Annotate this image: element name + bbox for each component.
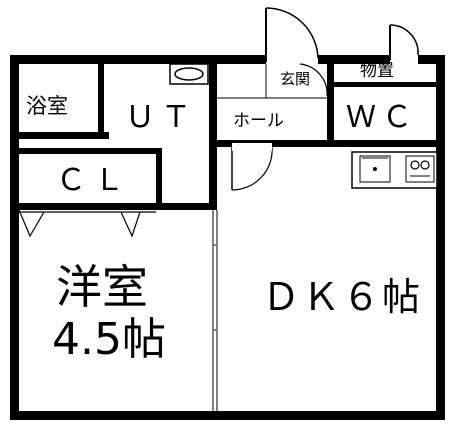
room-label-western-room: 洋室 <box>56 260 148 314</box>
outer-walls <box>10 55 445 420</box>
room-size-western-room: 4.5帖 <box>52 314 166 365</box>
entrance-door <box>265 7 319 68</box>
storage-door <box>389 24 419 68</box>
room-label-utility: ＵＴ <box>125 100 197 135</box>
room-label-hall: ホール <box>233 111 284 131</box>
room-label-closet: ＣＬ <box>56 163 132 198</box>
room-label-dining-kitchen: ＤＫ６帖 <box>262 275 423 319</box>
room-label-storage: 物置 <box>360 61 394 81</box>
room-label-toilet: ＷＣ <box>346 100 418 135</box>
washbasin-icon <box>169 63 209 85</box>
kitchen-counter-icon <box>351 151 438 189</box>
room-label-entrance: 玄関 <box>280 70 311 88</box>
thin-lines <box>20 64 436 418</box>
room-label-bath: 浴室 <box>26 94 68 118</box>
dk-door <box>231 143 273 191</box>
hall-door <box>299 63 328 97</box>
closet-doors <box>18 209 156 238</box>
